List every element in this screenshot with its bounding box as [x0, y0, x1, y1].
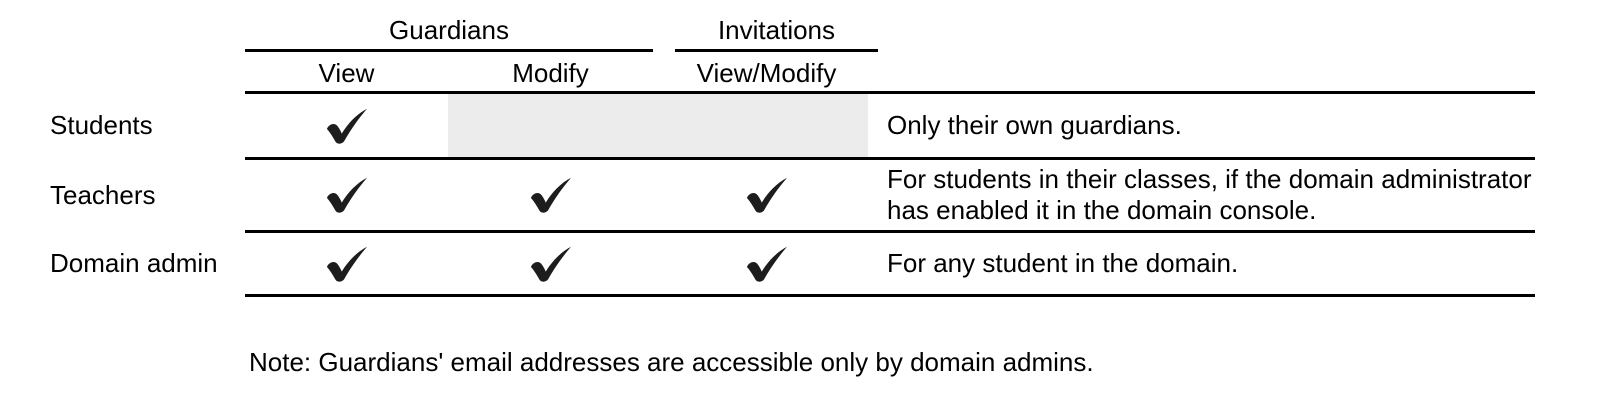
cell-teachers-guardians-view — [245, 160, 448, 230]
column-header-view-modify: View/Modify — [696, 58, 837, 88]
check-icon — [746, 246, 787, 282]
column-group-invitations: Invitations — [717, 15, 836, 45]
cell-students-guardians-view — [245, 94, 448, 157]
row-separator-line — [245, 230, 1535, 233]
cell-domain-admin-invitations — [655, 233, 878, 294]
check-icon — [746, 177, 787, 213]
column-group-guardians: Guardians — [389, 15, 509, 45]
row-separator-line — [245, 157, 1535, 160]
row-note: For students in their classes, if the do… — [887, 164, 1532, 225]
row-note: Only their own guardians. — [887, 110, 1182, 140]
column-header-view: View — [318, 58, 375, 88]
footnote: Note: Guardians' email addresses are acc… — [249, 347, 1094, 377]
cell-teachers-invitations — [655, 160, 878, 230]
check-icon — [326, 246, 367, 282]
check-icon — [326, 177, 367, 213]
cell-domain-admin-guardians-view — [245, 233, 448, 294]
table-row-students: Students Only their own guardians. — [0, 94, 1600, 157]
table-row-teachers: Teachers For students in their classes, … — [0, 160, 1600, 230]
row-label: Teachers — [50, 179, 156, 210]
invitations-underline — [675, 49, 878, 52]
cell-domain-admin-guardians-modify — [448, 233, 653, 294]
cell-teachers-guardians-modify — [448, 160, 653, 230]
guardians-underline — [245, 49, 653, 52]
check-icon — [530, 246, 571, 282]
row-separator-line — [245, 294, 1535, 297]
row-label: Students — [50, 110, 153, 140]
disabled-cells-overlay — [448, 94, 868, 157]
row-label: Domain admin — [50, 248, 218, 278]
column-header-modify: Modify — [512, 58, 589, 88]
table-row-domain-admin: Domain admin For any student in the doma… — [0, 233, 1600, 294]
header-separator-line — [245, 91, 1535, 94]
check-icon — [530, 177, 571, 213]
check-icon — [326, 108, 367, 144]
row-note: For any student in the domain. — [887, 248, 1239, 278]
